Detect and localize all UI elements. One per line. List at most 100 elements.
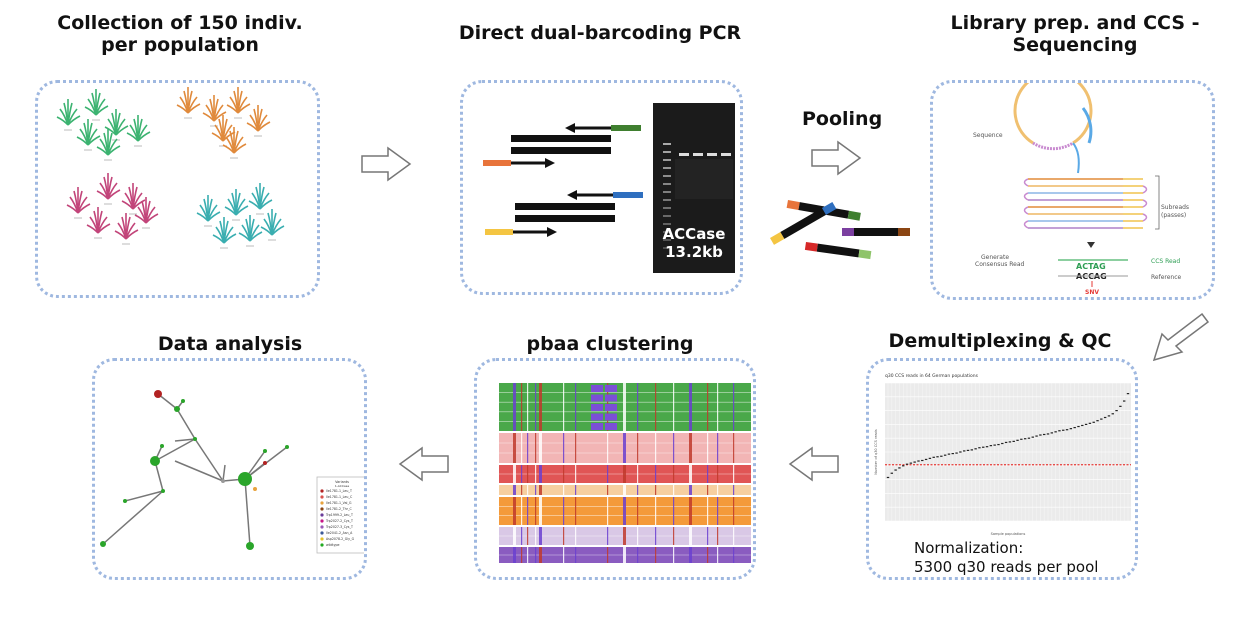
grass-plant xyxy=(96,173,121,205)
qc-point xyxy=(909,462,913,464)
qc-point xyxy=(1084,423,1088,425)
grass-plant xyxy=(76,119,101,151)
tube xyxy=(770,202,837,245)
qc-point xyxy=(1008,441,1012,443)
product-band xyxy=(693,153,703,156)
cluster-block xyxy=(499,383,751,431)
qc-x-label: Sample populations xyxy=(991,532,1026,536)
legend-swatch xyxy=(320,525,324,529)
qc-point xyxy=(1065,429,1069,431)
cluster-block xyxy=(499,465,751,483)
library-panel: Sequence Subreads (passes) Generate Cons… xyxy=(930,80,1215,300)
ladder-band xyxy=(663,159,671,161)
qc-point xyxy=(1039,434,1042,436)
qc-point xyxy=(917,460,920,462)
qc-point xyxy=(943,454,947,456)
barcode-orange xyxy=(483,160,511,166)
flow-arrow-left-1 xyxy=(788,446,839,482)
ladder-band xyxy=(663,247,671,249)
legend-label: Ile1781-1_Leu_T xyxy=(326,489,352,493)
legend-label: wildtype xyxy=(326,543,340,547)
library-title: Library prep. and CCS - Sequencing xyxy=(930,12,1220,56)
normalization-text: Normalization: 5300 q30 reads per pool xyxy=(914,539,1098,577)
library-title-line1: Library prep. and CCS - xyxy=(950,12,1200,34)
hap-node xyxy=(193,437,197,441)
gel-label-line2: 13.2kb xyxy=(665,243,723,261)
flow-arrow-left-2 xyxy=(398,446,449,482)
hap-node xyxy=(221,479,225,483)
qc-point xyxy=(1077,425,1080,428)
qc-point xyxy=(1107,415,1111,417)
legend-swatch xyxy=(320,531,324,535)
cluster-block xyxy=(499,485,751,495)
grass-plant xyxy=(238,215,263,247)
hap-node xyxy=(263,449,267,453)
flow-arrow-right-2 xyxy=(811,140,862,176)
grass-plant xyxy=(226,87,251,119)
gel-bands xyxy=(663,143,733,249)
qc-point xyxy=(1001,442,1004,445)
qc-point xyxy=(1027,437,1031,439)
grass-plant xyxy=(121,183,146,215)
qc-point xyxy=(951,452,954,455)
ladder-band xyxy=(663,191,671,193)
qc-point xyxy=(905,463,909,465)
qc-point xyxy=(1096,420,1099,422)
hap-node xyxy=(263,461,267,465)
qc-point xyxy=(902,465,905,467)
plant-groups xyxy=(56,87,285,249)
qc-point xyxy=(1092,421,1095,423)
legend-item: Ile2041-2_Asn_A xyxy=(320,531,353,535)
pcr-primers xyxy=(483,123,643,237)
qc-point xyxy=(924,458,928,461)
reference-text: Reference xyxy=(1151,274,1182,281)
qc-point xyxy=(982,446,985,448)
subreads xyxy=(1023,175,1160,230)
normalization-line1: Normalization: xyxy=(914,539,1024,557)
qc-point xyxy=(1058,430,1061,432)
grass-plant xyxy=(104,109,129,141)
qc-point xyxy=(989,445,993,447)
legend-item: Ile1781-2_Thr_C xyxy=(320,507,353,511)
legend-item: wildtype xyxy=(320,543,340,547)
qc-point xyxy=(894,469,897,471)
amplicon-strand xyxy=(515,215,615,222)
qc-point xyxy=(959,451,962,453)
grass-plant xyxy=(96,129,121,161)
hap-node xyxy=(174,406,180,412)
hap-node xyxy=(150,456,160,466)
tube xyxy=(842,228,910,236)
collection-title: Collection of 150 indiv. per population xyxy=(40,12,320,56)
qc-point xyxy=(921,459,924,462)
qc-point xyxy=(1069,428,1073,430)
consensus-text-line1: Generate xyxy=(981,254,1009,261)
gel-image: ACCase 13.2kb xyxy=(653,103,735,273)
legend-item: Ile1781-1_Val_G xyxy=(320,501,352,505)
legend-swatch xyxy=(320,501,324,505)
qc-point xyxy=(886,476,890,479)
qc-point xyxy=(1004,441,1008,444)
ladder-band xyxy=(663,175,671,177)
qc-point xyxy=(997,443,1000,446)
grass-plant xyxy=(126,115,151,147)
legend-item: Asp2078-2_Gly_G xyxy=(320,537,355,541)
grass-plant xyxy=(56,99,81,131)
legend-label: Ile1781-1_Val_G xyxy=(326,501,352,505)
legend-swatch xyxy=(320,507,324,511)
qc-point xyxy=(1012,440,1015,442)
qc-point xyxy=(1031,436,1034,438)
legend-swatch xyxy=(320,495,324,499)
ladder-band xyxy=(663,223,671,225)
barcode-green xyxy=(611,125,641,131)
ladder-band xyxy=(663,151,671,153)
legend-title: Variants xyxy=(335,480,349,484)
grass-plant xyxy=(134,197,159,229)
grass-plant xyxy=(176,87,201,119)
subreads-text-line1: Subreads xyxy=(1161,204,1189,211)
hap-node xyxy=(161,489,165,493)
qc-point xyxy=(1100,418,1103,420)
amplicon-strand xyxy=(511,135,611,142)
hap-node xyxy=(123,499,127,503)
